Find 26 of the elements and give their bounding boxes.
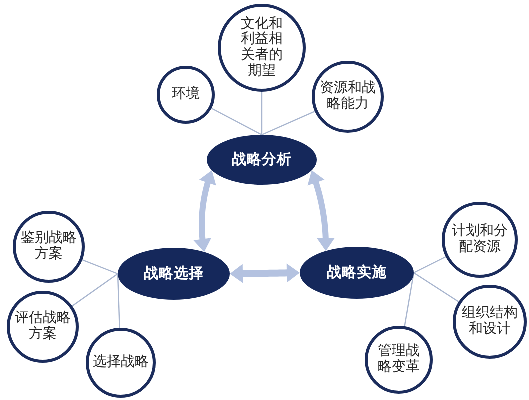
- topic-label: 资源和战略能力: [319, 81, 377, 113]
- topic-label: 选择战略: [93, 355, 149, 371]
- connector-line: [211, 108, 262, 136]
- topic-label: 组织结构和设计: [461, 306, 519, 338]
- topic-label: 鉴别战略方案: [20, 231, 78, 263]
- block-arrow: [308, 170, 335, 252]
- connector-line: [117, 274, 120, 328]
- connector-line: [414, 272, 460, 302]
- stage-ellipse: [207, 135, 317, 185]
- connector-line: [72, 274, 118, 307]
- stage-label: 战略实施: [327, 264, 387, 282]
- stage-label: 战略选择: [144, 266, 204, 282]
- topic-label: 评估战略方案: [14, 311, 72, 343]
- connector-line: [82, 260, 118, 275]
- topic-label: 文化和利益相关者的期望: [240, 16, 284, 80]
- stage-ellipse: [300, 247, 414, 299]
- stage-ellipse: [118, 248, 230, 300]
- topic-label: 计划和分配资源: [451, 224, 509, 256]
- block-arrow: [230, 264, 300, 284]
- block-arrow: [194, 170, 216, 252]
- topic-label: 环境: [172, 87, 200, 103]
- topic-label: 管理战略变革: [377, 344, 421, 376]
- connector-line: [262, 111, 316, 136]
- connector-line: [414, 256, 446, 274]
- stage-label: 战略分析: [232, 152, 292, 168]
- connector-line: [261, 92, 263, 135]
